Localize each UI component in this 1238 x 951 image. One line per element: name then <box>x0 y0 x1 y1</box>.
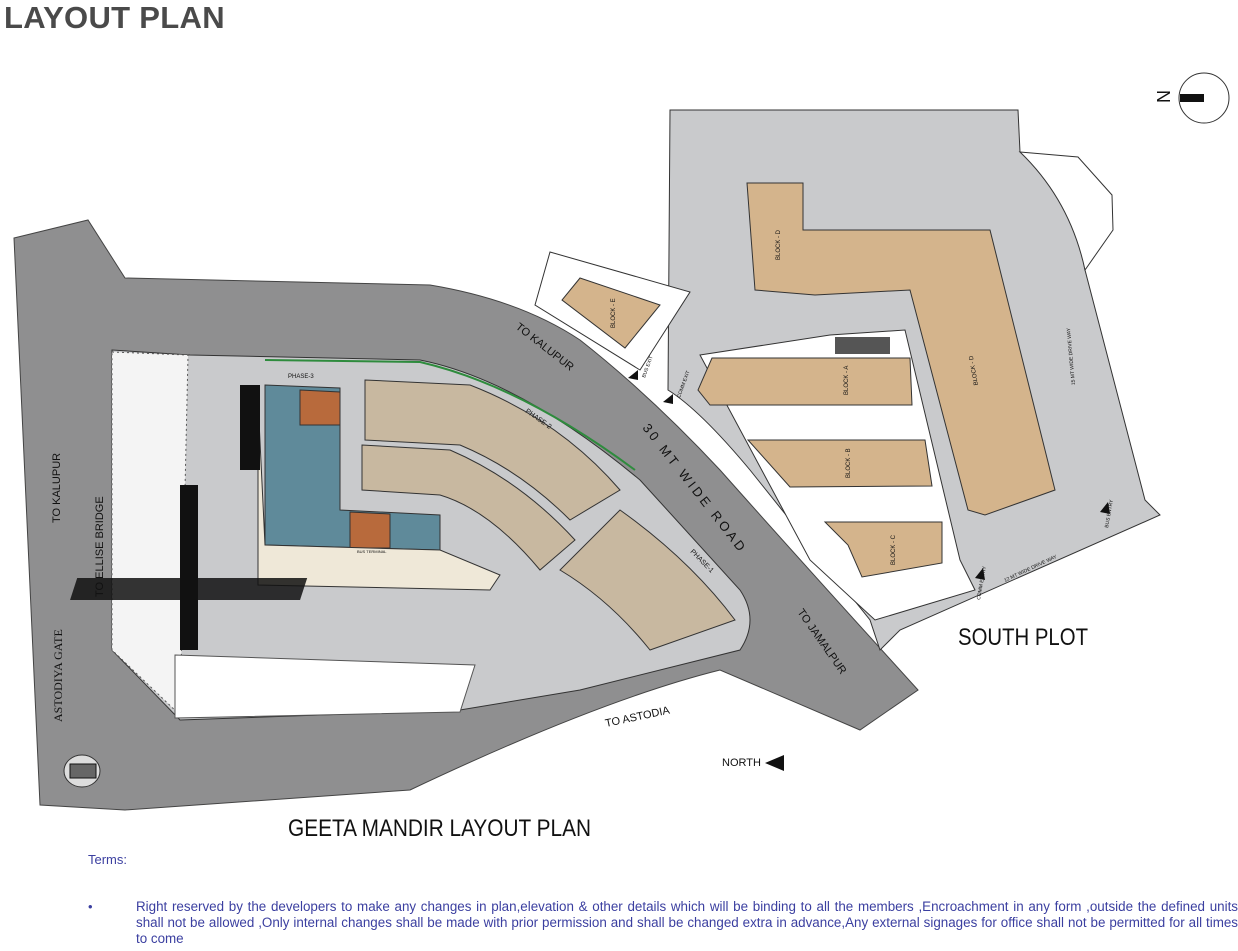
phase-2-block <box>364 379 621 521</box>
bus-bays <box>70 385 308 650</box>
bus-terminal-label: BUS TERMINAL <box>357 549 387 554</box>
block-b <box>746 439 933 488</box>
plan-caption: GEETA MANDIR LAYOUT PLAN <box>288 815 591 842</box>
block-c-label: BLOCK - C <box>891 534 897 565</box>
block-d <box>746 182 1056 516</box>
astodiya-gate-label: ASTODIYA GATE <box>51 629 65 722</box>
green-boundary <box>264 359 636 471</box>
block-e <box>561 277 661 349</box>
south-plot-label: SOUTH PLOT <box>958 624 1088 651</box>
road-label-to-astodia: TO ASTODIA <box>604 704 671 730</box>
north-marker-label: NORTH <box>722 757 761 769</box>
page-title: LAYOUT PLAN <box>4 0 225 35</box>
phase-1-block <box>559 509 736 651</box>
terms-heading: Terms: <box>88 852 127 867</box>
gate-markers <box>628 370 1110 580</box>
open-area-east <box>1018 151 1114 272</box>
block-b-label: BLOCK - B <box>846 448 852 478</box>
comm-entry-label: COMM ENTRY <box>976 565 988 600</box>
bullet-marker: • <box>88 899 93 914</box>
bus-terminal-building-2 <box>299 389 391 549</box>
parking-ramp <box>835 337 890 354</box>
drive-way-15-label: 15 MT WIDE DRIVE WAY <box>1066 327 1077 385</box>
block-c <box>823 521 943 578</box>
open-plot <box>174 654 476 719</box>
gate-icon <box>63 754 101 788</box>
phase-3-label: PHASE-3 <box>288 374 314 380</box>
block-d-label-2: BLOCK - D <box>969 354 980 385</box>
block-a <box>697 357 913 406</box>
block-a-label: BLOCK - A <box>844 366 850 395</box>
block-d-label: BLOCK - D <box>776 229 782 260</box>
terms-item: Right reserved by the developers to make… <box>136 899 1238 946</box>
road-label-to-ellise-bridge: TO ELLISE BRIDGE <box>94 496 106 597</box>
svg-text:N: N <box>1153 90 1173 103</box>
north-arrow-icon <box>765 755 784 771</box>
block-e-label: BLOCK - E <box>611 298 617 328</box>
road-label-to-kalupur-left: TO KALUPUR <box>51 453 63 523</box>
phase-2-block-lower <box>361 444 576 571</box>
compass-icon: N <box>1153 72 1230 124</box>
